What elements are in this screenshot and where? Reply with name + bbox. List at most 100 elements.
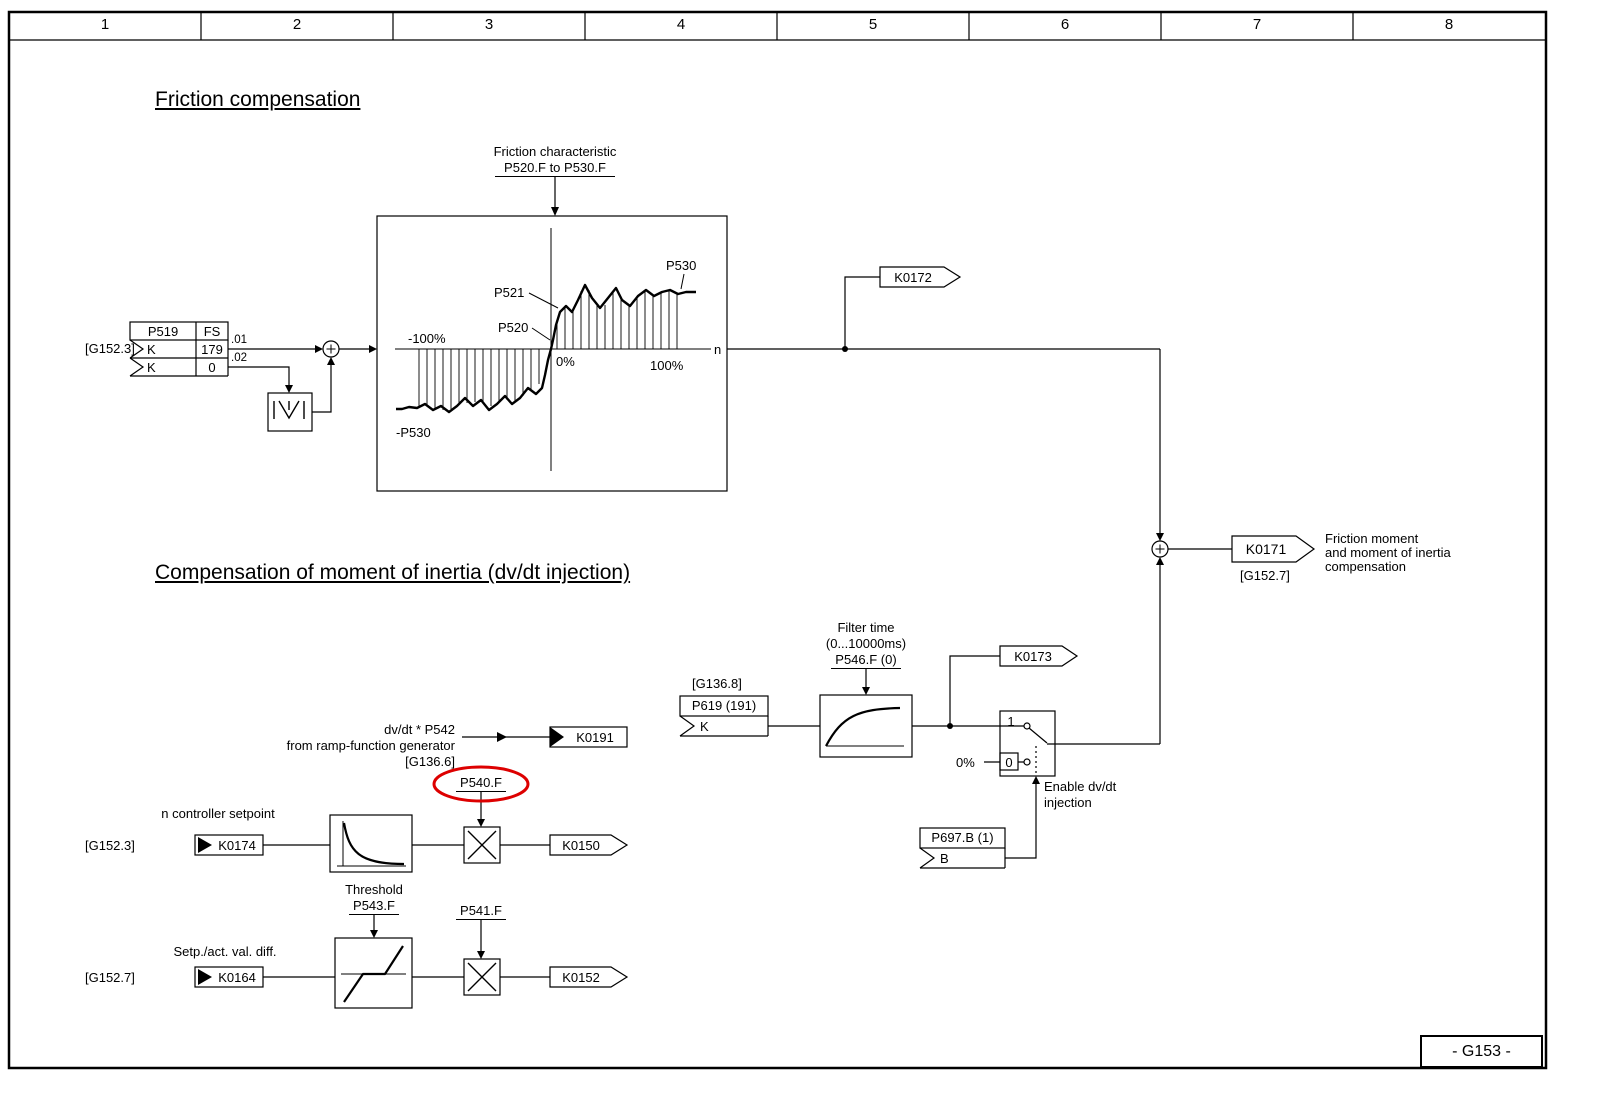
doc-number: - G153 - <box>1452 1043 1511 1060</box>
connector-k0171-label: K0171 <box>1245 541 1287 557</box>
column-header-7: 7 <box>1252 16 1262 33</box>
connector-input-triangle <box>198 837 212 853</box>
column-header-1: 1 <box>100 16 110 33</box>
curve-label-p520: P520 <box>498 320 529 335</box>
hatch-left <box>418 349 540 410</box>
output-summing-group <box>1151 349 1316 744</box>
binector-k-input: K <box>700 719 709 734</box>
column-header-8: 8 <box>1444 16 1454 33</box>
derivative-block <box>329 814 413 873</box>
switch-lever <box>1028 727 1048 744</box>
switch-contact-0 <box>1023 758 1031 766</box>
param-p540: P540.F <box>456 775 506 792</box>
arrowhead <box>551 207 559 216</box>
axis-label-zero: 0% <box>556 354 575 369</box>
bit-b-input: B <box>940 851 949 866</box>
arrowhead <box>315 345 323 353</box>
switch-group <box>919 710 1160 869</box>
n-setpoint-label: n controller setpoint <box>161 806 275 821</box>
bit-chevron <box>919 847 936 869</box>
arrowhead <box>477 951 485 959</box>
arrowhead <box>1032 776 1040 784</box>
curve-label-p521: P521 <box>494 285 525 300</box>
connector-k0172-label: K0172 <box>894 270 932 285</box>
param-p541: P541.F <box>456 903 506 920</box>
connector-flag-k0171 <box>1231 535 1316 563</box>
arrowhead <box>497 732 507 742</box>
column-header-2: 2 <box>292 16 302 33</box>
derivative-branch <box>194 765 629 873</box>
deadband-block <box>334 937 413 1009</box>
arrowhead <box>1156 557 1164 565</box>
dvdt-label-1: dv/dt * P542 <box>384 722 455 737</box>
column-header-5: 5 <box>868 16 878 33</box>
curve-label-p530: P530 <box>666 258 697 273</box>
arrowhead <box>370 930 378 938</box>
arrowhead <box>477 819 485 827</box>
connector-flag-k0172 <box>879 266 962 288</box>
connector-flag-k0152 <box>549 966 629 988</box>
hatch-right <box>556 290 678 349</box>
source-ref-g152-3: [G152.3] <box>85 341 135 356</box>
parameter-box-p697 <box>919 827 1006 849</box>
threshold-label: Threshold <box>345 882 403 897</box>
output-desc-2: and moment of inertia <box>1325 545 1451 560</box>
connector-k0150-label: K0150 <box>562 838 600 853</box>
curve-label-neg-p530: -P530 <box>396 425 431 440</box>
column-header-6: 6 <box>1060 16 1070 33</box>
enable-label-1: Enable dv/dt <box>1044 779 1117 794</box>
param-p619-label: P619 (191) <box>691 698 757 713</box>
friction-title: Friction compensation <box>155 88 361 111</box>
setp-diff-label: Setp./act. val. diff. <box>173 944 277 959</box>
binector-chevron <box>679 715 696 737</box>
source-ref-g136-8: [G136.8] <box>692 676 742 691</box>
param-p697-label: P697.B (1) <box>931 830 994 845</box>
zero-percent-label: 0% <box>956 755 975 770</box>
arrowhead <box>862 687 870 695</box>
friction-input-group <box>129 321 377 432</box>
parameter-box-p619 <box>679 695 769 717</box>
friction-char-params: P520.F to P530.F <box>495 160 615 177</box>
axis-label-neg100: -100% <box>408 331 446 346</box>
dvdt-output-group <box>462 726 628 748</box>
dest-ref-g152-7: [G152.7] <box>1240 568 1290 583</box>
param-p543: P543.F <box>349 898 399 915</box>
switch-contact-1 <box>1023 722 1031 730</box>
dvdt-ref-g136-6: [G136.6] <box>405 754 455 769</box>
connector-k0191-label: K0191 <box>576 730 614 745</box>
axis-label-n: n <box>714 342 722 357</box>
filter-time-label: Filter time <box>837 620 895 635</box>
doc-number-box <box>1420 1035 1543 1068</box>
filter-branch <box>679 645 1079 758</box>
connector-input-triangle <box>198 969 212 985</box>
index-02: .02 <box>231 352 247 364</box>
connector-input-triangle <box>550 727 564 747</box>
switch-pos-0-label: 0 <box>1005 755 1013 770</box>
axis-label-pos100: 100% <box>650 358 684 373</box>
column-header-3: 3 <box>484 16 494 33</box>
friction-output-group <box>727 266 1160 352</box>
arrowhead <box>327 357 335 365</box>
binector-k-row2: K <box>147 360 156 375</box>
source-ref-g152-7: [G152.7] <box>85 970 135 985</box>
connector-k0164-label: K0164 <box>218 970 256 985</box>
param-fs: FS <box>203 324 221 339</box>
friction-characteristic-graph <box>376 177 728 492</box>
red-highlight-ellipse <box>432 765 530 803</box>
inertia-title: Compensation of moment of inertia (dv/dt… <box>155 561 631 584</box>
arrowhead <box>285 385 293 393</box>
connector-k0173-label: K0173 <box>1014 649 1052 664</box>
index-01: .01 <box>231 334 247 346</box>
friction-char-label: Friction characteristic <box>493 144 617 159</box>
param-p519: P519 <box>147 324 179 339</box>
source-ref-g152-3b: [G152.3] <box>85 838 135 853</box>
binector-k-row1: K <box>147 342 156 357</box>
column-ticks <box>200 12 1354 40</box>
binector-chevrons <box>129 339 145 377</box>
param-p546: P546.F (0) <box>831 652 901 669</box>
switch-pos-1-label: 1 <box>1007 714 1015 729</box>
output-desc-3: compensation <box>1325 559 1406 574</box>
label-pointer-lines <box>528 273 685 341</box>
